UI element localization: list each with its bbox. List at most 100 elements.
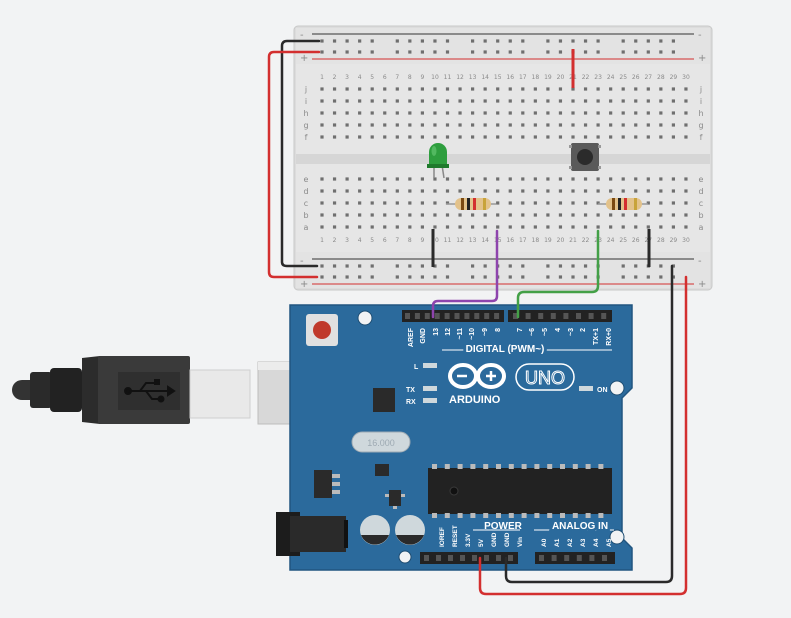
on-led — [579, 386, 593, 391]
svg-text:g: g — [303, 121, 308, 130]
resistor-icon[interactable] — [446, 198, 496, 210]
svg-text:22: 22 — [582, 237, 590, 244]
svg-text:2: 2 — [333, 237, 337, 244]
svg-text:1: 1 — [320, 74, 324, 81]
svg-text:3: 3 — [345, 74, 349, 81]
svg-text:7: 7 — [395, 74, 399, 81]
svg-text:23: 23 — [594, 74, 602, 81]
svg-text:9: 9 — [420, 237, 424, 244]
crystal: 16.000 — [351, 431, 411, 453]
svg-text:18: 18 — [532, 237, 540, 244]
digital-pin-label: ~5 — [542, 328, 549, 336]
wire-purple-pin13[interactable] — [431, 229, 499, 319]
svg-text:16: 16 — [506, 74, 514, 81]
svg-text:h: h — [303, 109, 308, 118]
on-label: ON — [597, 387, 608, 394]
svg-text:22: 22 — [582, 74, 590, 81]
power-pin-label: A2 — [567, 538, 574, 547]
svg-text:c: c — [699, 199, 703, 208]
atmega-chip — [428, 464, 612, 518]
breadboard[interactable]: - + - + - + - + 112233445566778899101011… — [293, 25, 713, 291]
power-pin-label: 5V — [478, 538, 485, 547]
rx-led — [423, 398, 437, 403]
svg-text:f: f — [700, 133, 703, 142]
svg-text:12: 12 — [456, 237, 464, 244]
svg-text:f: f — [305, 133, 308, 142]
led-icon[interactable] — [427, 143, 449, 179]
pushbutton-icon[interactable] — [569, 143, 601, 171]
rail-minus-label-bl: - — [300, 256, 304, 267]
dc-power-jack[interactable] — [276, 512, 348, 556]
voltage-regulator — [314, 470, 340, 498]
svg-text:16: 16 — [506, 237, 514, 244]
svg-text:c: c — [304, 199, 308, 208]
svg-text:i: i — [305, 97, 307, 106]
l-led — [423, 363, 437, 368]
power-pin-label: A4 — [593, 538, 600, 547]
svg-text:8: 8 — [408, 237, 412, 244]
svg-text:2: 2 — [333, 74, 337, 81]
wire-black-rail-left[interactable] — [280, 39, 321, 268]
svg-text:9: 9 — [420, 74, 424, 81]
svg-text:20: 20 — [557, 74, 565, 81]
digital-pin-label: ~9 — [482, 328, 489, 336]
digital-pin-label: RX+0 — [606, 328, 613, 346]
wire-green-pin7[interactable] — [516, 229, 600, 319]
power-pin-label: GND — [504, 532, 511, 547]
resistor-icon[interactable] — [598, 198, 648, 210]
analog-in-label: ANALOG IN — [552, 521, 608, 532]
svg-text:14: 14 — [481, 74, 489, 81]
power-pin-label: Vin — [517, 537, 524, 547]
svg-text:a: a — [304, 223, 309, 232]
svg-text:13: 13 — [469, 237, 477, 244]
svg-text:30: 30 — [682, 237, 690, 244]
digital-pin-label: AREF — [408, 327, 415, 347]
tx-led — [423, 386, 437, 391]
digital-pin-label: GND — [420, 328, 427, 344]
crystal-label: 16.000 — [367, 438, 395, 448]
svg-text:g: g — [698, 121, 703, 130]
svg-text:29: 29 — [670, 74, 678, 81]
svg-text:8: 8 — [408, 74, 412, 81]
svg-text:h: h — [698, 109, 703, 118]
l-label: L — [414, 364, 419, 371]
power-pin-label: RESET — [452, 525, 459, 547]
svg-text:i: i — [700, 97, 702, 106]
rail-minus-label-tl: - — [300, 30, 304, 41]
svg-text:14: 14 — [481, 237, 489, 244]
small-chip — [375, 464, 389, 476]
svg-text:6: 6 — [383, 74, 387, 81]
svg-text:17: 17 — [519, 74, 527, 81]
svg-text:7: 7 — [395, 237, 399, 244]
wire-black-gnd[interactable] — [504, 264, 674, 584]
arduino-infinity-logo-icon — [448, 363, 506, 389]
wire-red-rail-left[interactable] — [267, 50, 321, 279]
svg-text:12: 12 — [456, 74, 464, 81]
power-pin-label: IOREF — [439, 527, 446, 547]
power-header[interactable] — [420, 552, 518, 564]
svg-text:25: 25 — [619, 74, 627, 81]
svg-text:21: 21 — [569, 237, 577, 244]
reset-button[interactable] — [306, 314, 338, 346]
capacitors — [360, 515, 425, 545]
digital-pin-label: 2 — [580, 328, 587, 332]
usb-chip — [373, 388, 395, 412]
power-pin-label: A1 — [554, 538, 561, 547]
digital-pin-label: ~10 — [469, 328, 476, 340]
svg-text:19: 19 — [544, 237, 552, 244]
digital-header-right[interactable] — [508, 310, 612, 322]
uno-label: UNO — [525, 368, 565, 388]
wire-red-5v[interactable] — [478, 275, 688, 596]
digital-pin-label: 8 — [495, 328, 502, 332]
svg-text:26: 26 — [632, 237, 640, 244]
digital-header-label: DIGITAL (PWM~) — [466, 344, 545, 355]
svg-text:18: 18 — [532, 74, 540, 81]
svg-text:13: 13 — [469, 74, 477, 81]
svg-text:19: 19 — [544, 74, 552, 81]
svg-text:10: 10 — [431, 237, 439, 244]
header-pins[interactable] — [405, 313, 607, 561]
svg-text:29: 29 — [670, 237, 678, 244]
